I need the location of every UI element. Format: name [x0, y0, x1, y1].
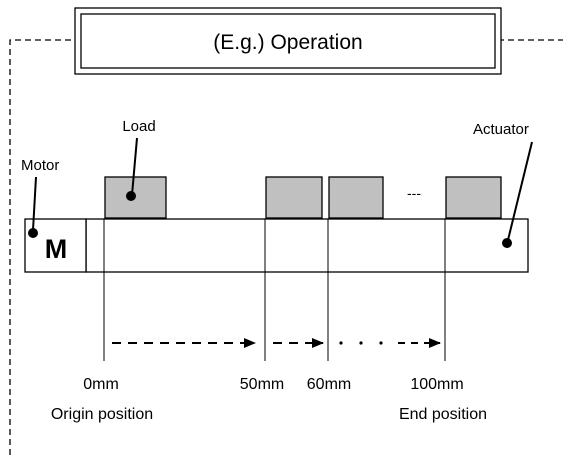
end-position-caption: End position [399, 406, 487, 423]
load-block-end [445, 176, 502, 219]
position-value-60: 60mm [307, 376, 351, 393]
movement-arrows [112, 338, 441, 348]
load-label: Load [122, 118, 155, 135]
load-blocks [104, 176, 502, 219]
move-arrow-60-to-100 [339, 338, 441, 348]
motor-symbol: M [45, 234, 68, 264]
actuator-callout: Actuator [473, 121, 533, 248]
page-title: (E.g.) Operation [213, 31, 362, 54]
load-block-50mm [265, 176, 323, 219]
load-block-60mm [328, 176, 384, 219]
title-box: (E.g.) Operation [74, 7, 502, 75]
origin-position-caption: Origin position [51, 406, 153, 423]
position-values: 0mm 50mm 60mm 100mm [83, 376, 463, 393]
dashed-frame [9, 39, 563, 455]
position-value-0: 0mm [83, 376, 119, 393]
position-value-100: 100mm [410, 376, 463, 393]
motor-callout: Motor [21, 157, 59, 238]
actuator-label: Actuator [473, 121, 529, 138]
load-callout: Load [122, 118, 156, 201]
actuator-body [85, 218, 529, 273]
motor-block: M [24, 218, 87, 273]
motor-label: Motor [21, 157, 59, 174]
position-lines [103, 219, 446, 361]
position-value-50: 50mm [240, 376, 284, 393]
gap-dashes: --- [407, 185, 421, 201]
